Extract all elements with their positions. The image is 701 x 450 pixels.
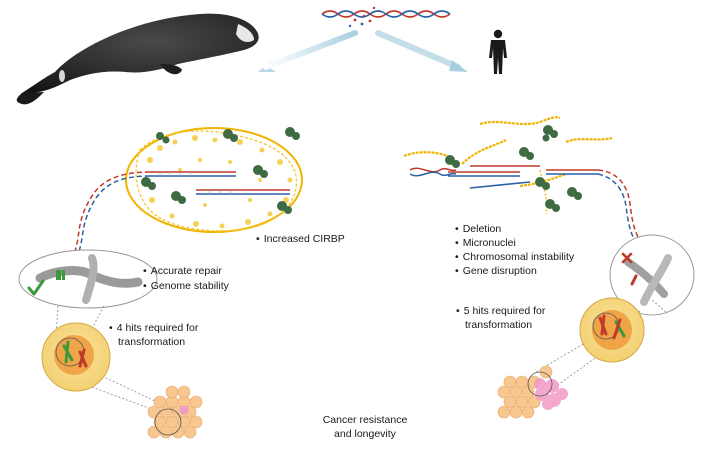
right-tissue-focus bbox=[527, 371, 553, 397]
left-tumor-cell bbox=[179, 405, 189, 415]
label-micronuclei: Micronuclei bbox=[455, 237, 516, 250]
right-cell bbox=[579, 297, 645, 363]
check-mark-icon bbox=[27, 279, 45, 296]
cirbp-repair-complex bbox=[125, 127, 303, 233]
label-cancer-resistance-line1: Cancer resistance bbox=[322, 414, 408, 426]
label-genome-stability: Genome stability bbox=[143, 280, 229, 293]
arrow-to-human bbox=[375, 30, 468, 72]
left-tissue-focus bbox=[154, 408, 182, 436]
label-4-hits-line1: 4 hits required for bbox=[109, 322, 199, 335]
label-4-hits-line2: transformation bbox=[118, 336, 186, 348]
label-gene-disruption: Gene disruption bbox=[455, 265, 537, 278]
arrow-to-whale bbox=[258, 30, 358, 72]
right-dna-helix bbox=[409, 167, 643, 247]
label-cancer-resistance-line2: and longevity bbox=[334, 428, 396, 440]
top-dna-strand bbox=[321, 6, 451, 28]
label-5-hits-line1: 5 hits required for bbox=[456, 305, 546, 318]
right-fragmented-complex bbox=[403, 116, 613, 215]
left-cell bbox=[41, 322, 111, 392]
label-5-hits-line2: transformation bbox=[465, 319, 533, 331]
label-accurate-repair: Accurate repair bbox=[143, 265, 222, 278]
label-chromosomal-instability: Chromosomal instability bbox=[455, 251, 574, 264]
left-tissue-cluster bbox=[147, 385, 203, 439]
bowhead-whale-icon bbox=[16, 13, 259, 105]
left-chromosome-view bbox=[18, 249, 158, 309]
right-tissue-cluster bbox=[497, 365, 553, 419]
cross-mark-icon bbox=[621, 252, 633, 264]
label-increased-cirbp: Increased CIRBP bbox=[256, 233, 345, 246]
human-silhouette-icon bbox=[489, 29, 507, 74]
label-deletion: Deletion bbox=[455, 223, 502, 236]
